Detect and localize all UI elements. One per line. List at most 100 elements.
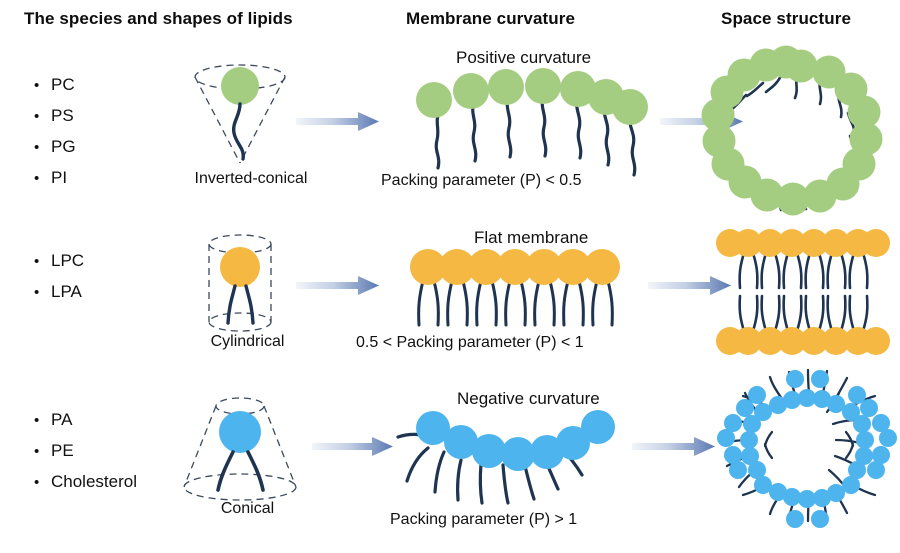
lipid-head-icon (769, 45, 803, 79)
lipid-head-icon (530, 435, 564, 469)
lipid-head-icon (581, 410, 615, 444)
lipid-head-icon (740, 431, 758, 449)
lipid-tail-icon (244, 284, 255, 325)
arrow-species-to-curvature-row1 (296, 112, 379, 131)
bullet-icon: • (34, 284, 40, 301)
lipid-head-icon (724, 446, 742, 464)
lipid-tail-icon (226, 284, 237, 325)
lipid-head-icon (786, 510, 804, 528)
lipid-head-icon (778, 229, 806, 257)
lipid-head-icon (849, 122, 883, 156)
bullet-icon: • (34, 77, 40, 94)
lipid-head-icon (754, 403, 772, 421)
curvature-label-flat: Flat membrane (474, 228, 589, 247)
lipid-head-icon (220, 247, 260, 287)
lipid-head-icon (472, 434, 506, 468)
lipid-head-icon (501, 437, 535, 471)
lipid-shape-conical (183, 397, 297, 501)
lipid-head-icon (800, 229, 828, 257)
lipid-head-icon (872, 414, 890, 432)
lipid-name: PE (51, 441, 74, 460)
lipid-head-icon (860, 399, 878, 417)
lipid-head-icon (416, 411, 450, 445)
lipid-head-icon (827, 484, 845, 502)
lipid-tail-icon (216, 450, 235, 492)
lipid-head-icon (855, 447, 873, 465)
lipid-head-icon (811, 510, 829, 528)
shape-label-inverted-conical: Inverted-conical (194, 170, 308, 187)
lipid-head-icon (879, 429, 897, 447)
arrow-curvature-to-structure-row2 (648, 276, 731, 295)
lipid-head-icon (729, 461, 747, 479)
lipid-name: PC (51, 75, 75, 94)
lipid-head-icon (822, 327, 850, 355)
lipid-shape-cylindrical (208, 234, 272, 332)
list-item: • PS (34, 107, 76, 124)
lipid-head-icon (724, 414, 742, 432)
lipid-head-icon (798, 490, 816, 508)
lipid-head-icon (219, 411, 261, 453)
lipid-head-icon (862, 229, 890, 257)
structure-lipid-bilayer (716, 229, 890, 355)
lipid-name: PS (51, 106, 74, 125)
lipid-head-icon (702, 124, 736, 158)
lipid-head-icon (842, 403, 860, 421)
bullet-icon: • (34, 412, 40, 429)
lipid-name: Cholesterol (51, 472, 137, 491)
lipid-head-icon (783, 488, 801, 506)
lipid-head-icon (827, 395, 845, 413)
lipid-head-icon (776, 182, 810, 216)
arrow-species-to-curvature-row3 (312, 437, 393, 456)
lipid-head-icon (822, 229, 850, 257)
list-item: • LPA (34, 283, 84, 300)
lipid-name: LPC (51, 251, 85, 270)
lipid-name: PI (51, 168, 68, 187)
structure-inverted-hexagonal-phase (717, 368, 897, 528)
lipid-head-icon (847, 95, 881, 129)
packing-parameter-label-row3: Packing parameter (P) > 1 (390, 511, 578, 528)
lipid-head-icon (736, 399, 754, 417)
curvature-label-positive: Positive curvature (456, 48, 592, 67)
list-item: • PI (34, 169, 76, 186)
curvature-label-negative: Negative curvature (457, 389, 600, 408)
lipid-head-icon (612, 89, 648, 125)
lipid-head-icon (748, 461, 766, 479)
list-item: • PG (34, 138, 76, 155)
lipid-head-icon (853, 415, 871, 433)
lipid-head-icon (856, 431, 874, 449)
lipid-tail-icon (231, 102, 245, 161)
lipid-head-icon (556, 426, 590, 460)
lipid-head-icon (748, 386, 766, 404)
packing-parameter-label-row1: Packing parameter (P) < 0.5 (381, 172, 582, 189)
shape-label-conical: Conical (220, 500, 275, 517)
arrow-species-to-curvature-row2 (296, 276, 379, 295)
lipid-head-icon (754, 476, 772, 494)
lipid-head-icon (798, 389, 816, 407)
lipid-head-icon (813, 390, 831, 408)
lipid-name: LPA (51, 282, 82, 301)
lipid-head-icon (525, 68, 561, 104)
packing-parameter-label-row2: 0.5 < Packing parameter (P) < 1 (356, 334, 584, 351)
monolayer-flat-membrane (410, 249, 620, 327)
lipid-head-icon (453, 73, 489, 109)
lipid-head-icon (848, 386, 866, 404)
lipid-head-icon (497, 249, 533, 285)
lipid-head-icon (526, 249, 562, 285)
list-item: • PE (34, 442, 137, 459)
list-item: • PC (34, 76, 76, 93)
bullet-icon: • (34, 253, 40, 270)
lipid-head-icon (803, 179, 837, 213)
lipid-head-icon (811, 370, 829, 388)
lipid-head-icon (872, 446, 890, 464)
column-header-species: The species and shapes of lipids (24, 9, 293, 28)
lipid-head-icon (756, 327, 784, 355)
lipid-head-icon (221, 67, 259, 105)
lipid-head-icon (468, 249, 504, 285)
structure-micelle (701, 45, 883, 216)
bullet-icon: • (34, 108, 40, 125)
lipid-head-icon (848, 461, 866, 479)
lipid-head-icon (813, 489, 831, 507)
list-item: • PA (34, 411, 137, 428)
lipid-head-icon (416, 82, 452, 118)
